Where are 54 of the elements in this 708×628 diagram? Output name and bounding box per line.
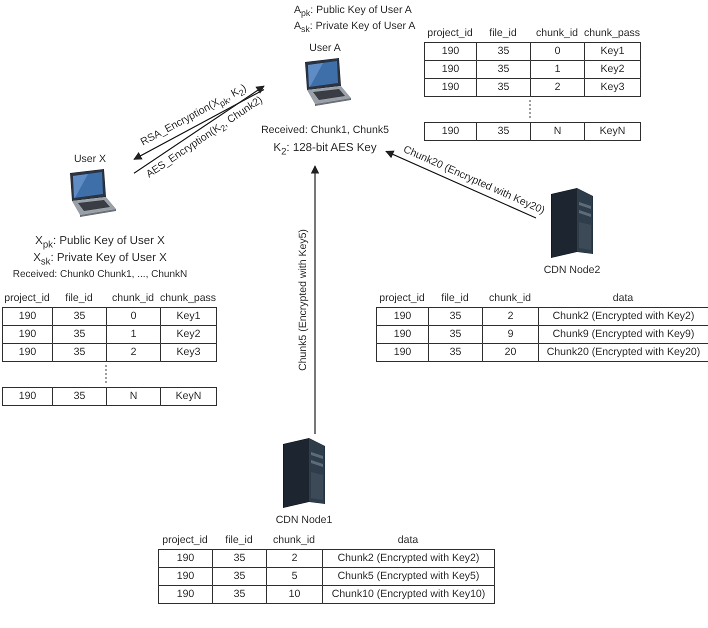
table-cell: 190 <box>376 307 429 326</box>
table-cell: Key3 <box>160 343 217 362</box>
column-header: chunk_pass <box>160 291 216 305</box>
node-label: User X <box>74 153 106 165</box>
node-label: CDN Node2 <box>544 264 600 276</box>
arrow <box>310 165 320 434</box>
key-note: X$_{sk}$: Private Key of User X <box>33 252 167 268</box>
key-note: K$_{2}$: 128-bit AES Key <box>273 142 377 158</box>
column-header: chunk_id <box>272 533 316 547</box>
arrow <box>133 89 264 160</box>
table-cell: 190 <box>2 307 53 326</box>
table-cell: 190 <box>2 387 53 406</box>
key-note: Received: Chunk0 Chunk1, ..., ChunkN <box>12 269 188 280</box>
table-cell: N <box>530 122 585 141</box>
node-label: CDN Node1 <box>276 514 332 526</box>
table-cell: Key1 <box>160 307 217 326</box>
column-header: chunk_id <box>534 26 580 40</box>
column-header: file_id <box>488 26 518 40</box>
key-note: Received: Chunk1, Chunk5 <box>261 124 389 136</box>
column-header: data <box>612 291 634 305</box>
column-header: file_id <box>440 291 470 305</box>
table-cell: 190 <box>424 42 477 61</box>
column-header: file_id <box>64 291 94 305</box>
column-header: chunk_id <box>110 291 156 305</box>
key-note: X$_{pk}$: Public Key of User X <box>35 235 165 250</box>
column-header: chunk_id <box>488 291 532 305</box>
table-cell: 190 <box>158 549 213 568</box>
column-header: file_id <box>224 533 254 547</box>
node-label: User A <box>309 42 341 54</box>
table-cell: KeyN <box>160 387 217 406</box>
table-cell: 190 <box>2 343 53 362</box>
arrow <box>385 150 536 219</box>
table-cell: Chunk10 (Encrypted with Key10) <box>322 585 495 604</box>
table-cell: 190 <box>158 585 213 604</box>
table-cell: 190 <box>424 78 477 97</box>
table-cell: 190 <box>424 122 477 141</box>
arrow <box>134 86 265 174</box>
table-cell: 35 <box>52 387 107 406</box>
key-note: A$_{pk}$: Public Key of User A <box>294 4 412 18</box>
table-cell: Key1 <box>584 42 641 61</box>
table-cell: Chunk2 (Encrypted with Key2) <box>322 549 495 568</box>
column-header: project_id <box>426 26 474 40</box>
key-note: A$_{sk}$: Private Key of User A <box>294 20 416 34</box>
column-header: project_id <box>3 291 51 305</box>
column-header: project_id <box>378 291 426 305</box>
table-cell: 190 <box>376 343 429 362</box>
table-cell: 35 <box>476 122 531 141</box>
edge-label: Chunk5 (Encrypted with Key5) <box>297 229 309 371</box>
column-header: data <box>396 533 420 547</box>
column-header: chunk_pass <box>584 26 640 40</box>
table-cell: N <box>106 387 161 406</box>
table-cell: Key3 <box>584 78 641 97</box>
column-header: project_id <box>161 533 209 547</box>
table-cell: KeyN <box>584 122 641 141</box>
